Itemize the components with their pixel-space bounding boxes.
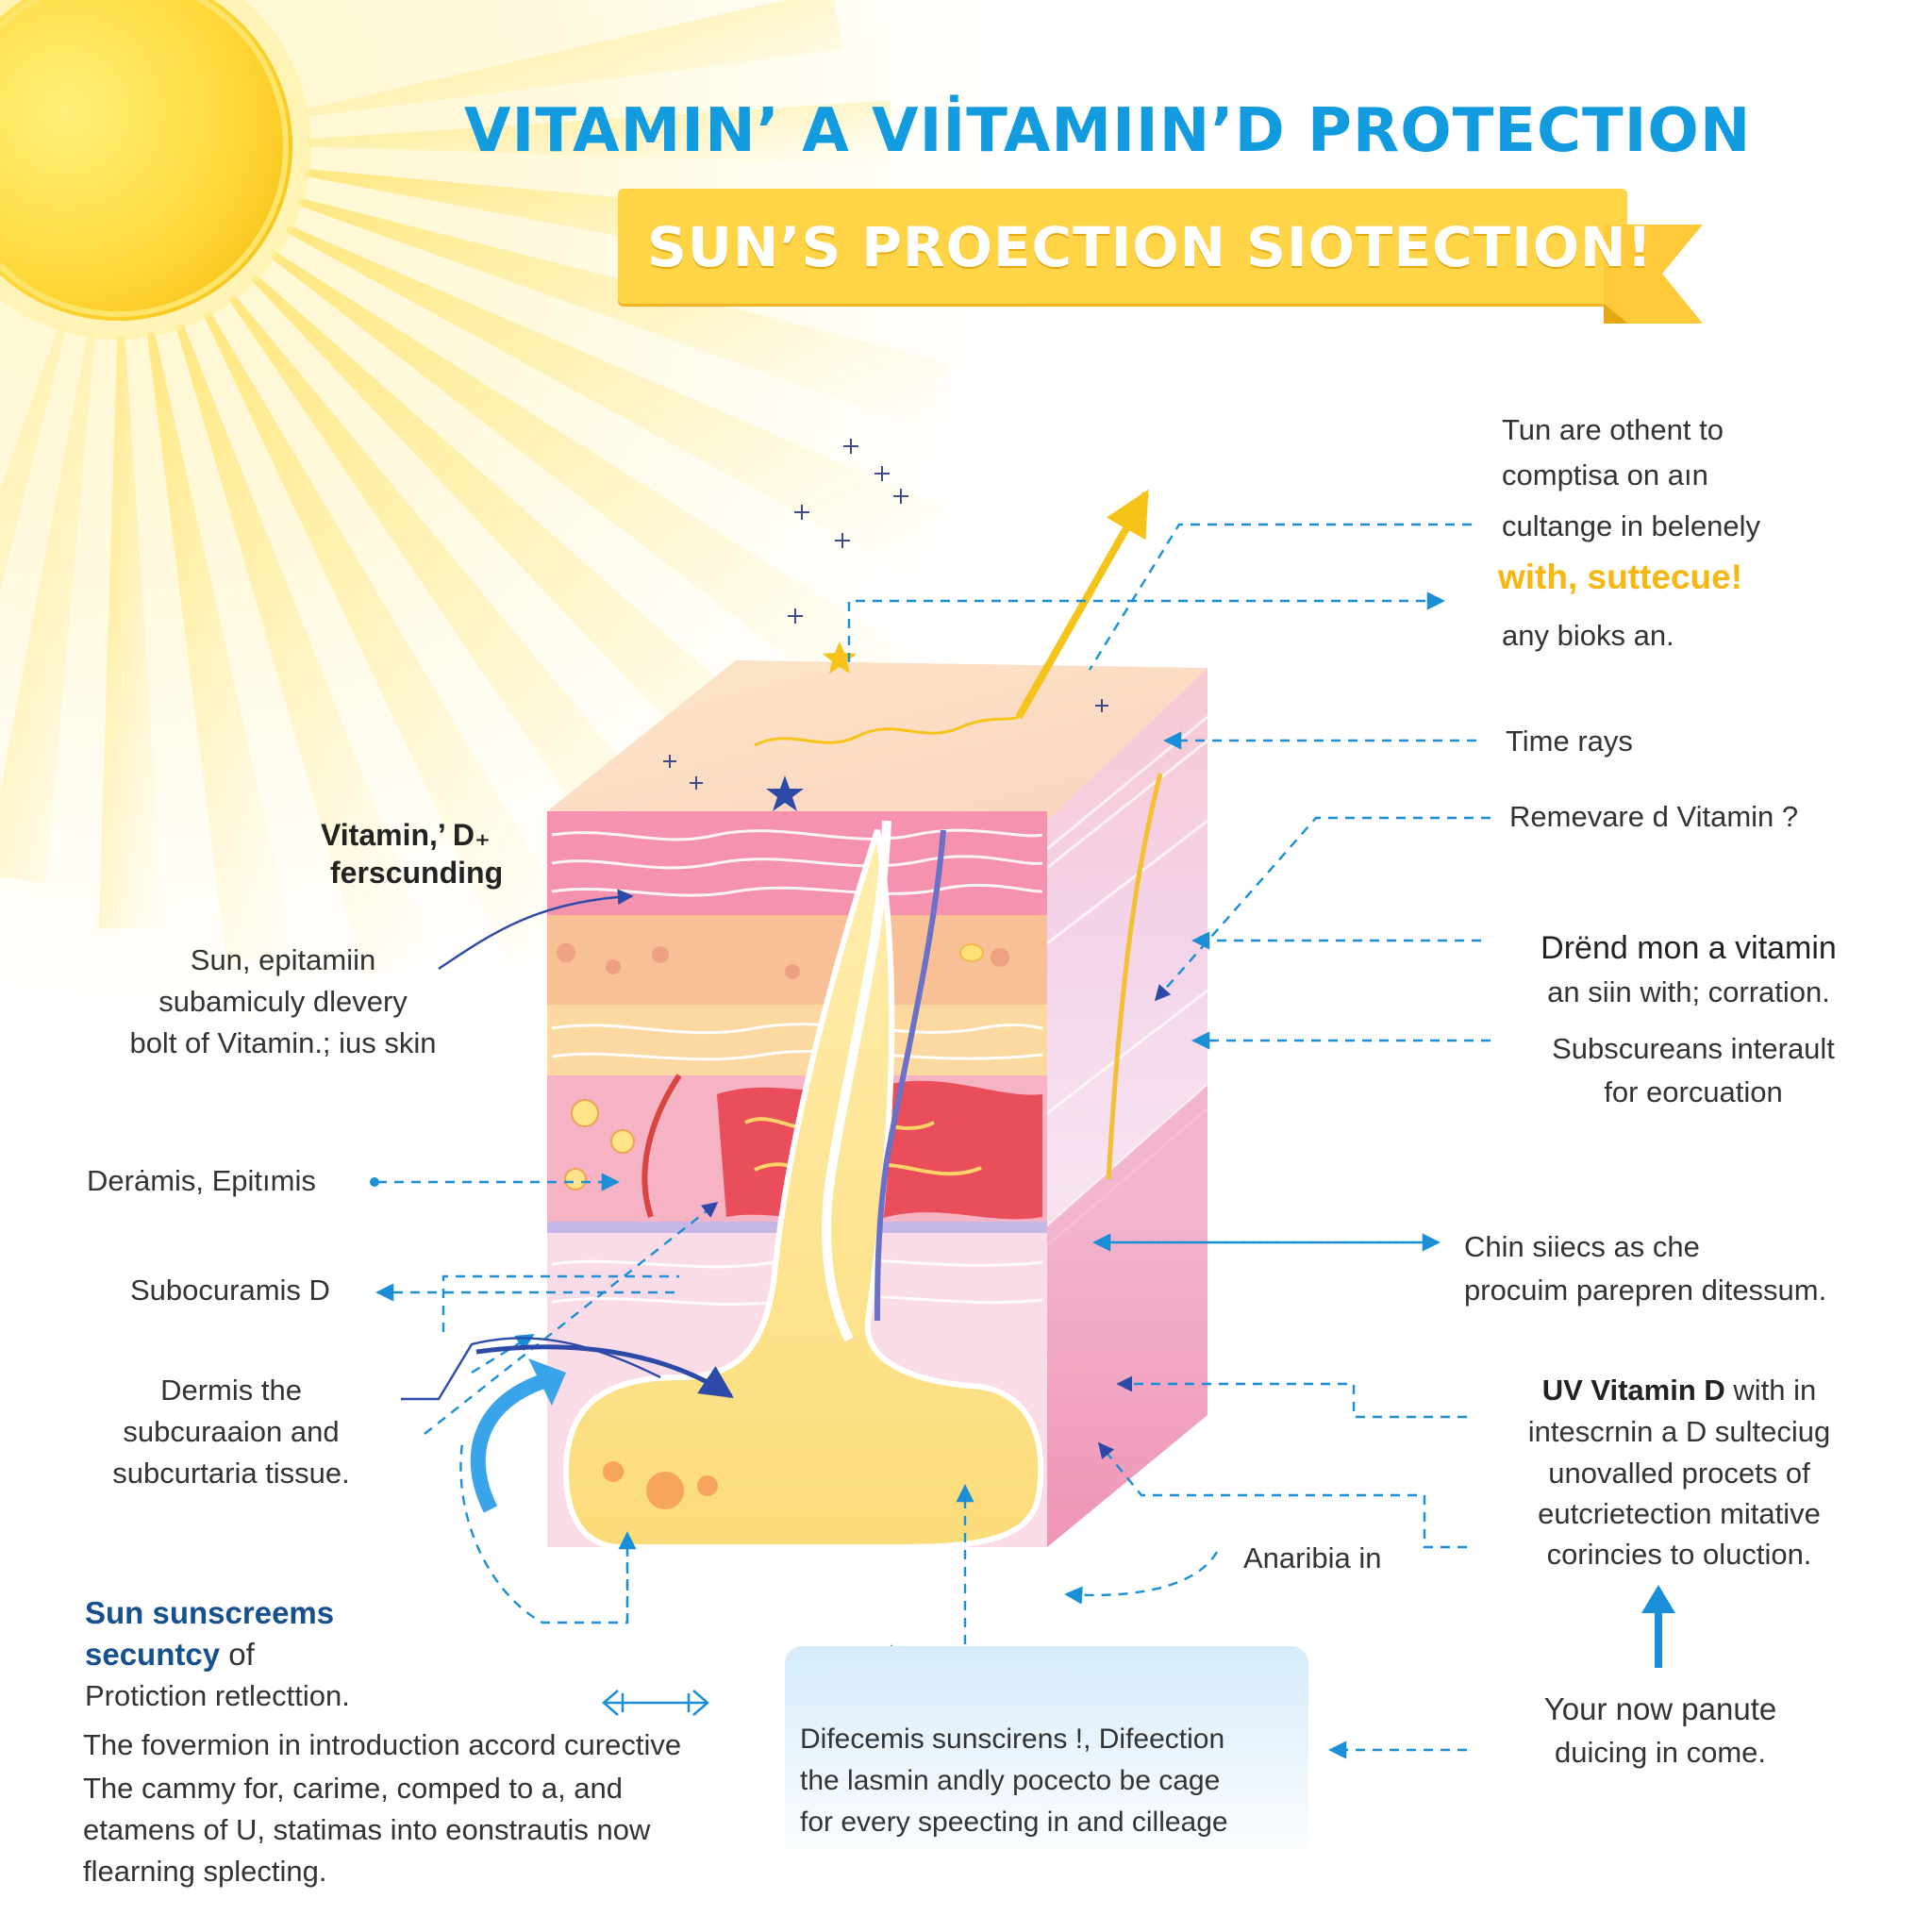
- bottom-center-line-1: Difecemis sunscirens !, Difeection: [800, 1724, 1225, 1755]
- label-vitamin-d-line2: ferscunding: [330, 856, 504, 890]
- label-uv-line3: unovalled procets of: [1548, 1457, 1810, 1490]
- label-uv-line1: UV Vitamin D with in: [1481, 1370, 1877, 1411]
- label-uv-line2: intescrnin a D sulteciug: [1527, 1415, 1831, 1448]
- bottom-left-para-2: The cammy for, carime, comped to a, and: [83, 1772, 624, 1805]
- label-time-rays: Time rays: [1506, 724, 1633, 758]
- reticular-dermis-layer: [547, 1005, 1047, 1075]
- label-dermis-line3: subcurtaria tissue.: [112, 1457, 350, 1490]
- label-drend-line1: Drënd mon a vitamin: [1541, 930, 1837, 966]
- label-uv-bold: UV Vitamin D: [1541, 1374, 1725, 1407]
- banner-ribbon-tail: [1604, 225, 1703, 324]
- bottom-center-panel: [785, 1646, 1308, 1873]
- bottom-left-para-3: etamens of U, statimas into eonstrautis …: [83, 1813, 651, 1846]
- label-subscureans-line2: for eorcuation: [1604, 1075, 1783, 1108]
- sun-ray: [0, 325, 67, 591]
- bottom-left-heading2: secuntcy of: [85, 1634, 255, 1675]
- label-top-line1: Tun are othent to: [1502, 413, 1724, 446]
- label-chin-line1: Chin siiecs as che: [1464, 1230, 1700, 1263]
- label-your-now-line1: Your now panute: [1543, 1691, 1777, 1726]
- label-top-line3: cultange in belenely: [1502, 509, 1761, 542]
- label-dermis-line1: Dermis the: [160, 1374, 302, 1407]
- bottom-center-line-2: the lasmin andly pocecto be cage: [800, 1765, 1221, 1796]
- label-subscureans-line1: Subscureans interault: [1552, 1032, 1835, 1065]
- label-uv-line4: eutcrietection mitative: [1538, 1497, 1821, 1530]
- banner-text: SUN’S PROECTION SIOTECTION!: [647, 215, 1654, 279]
- skin-top-surface: [547, 660, 1208, 821]
- sun-ray: [270, 251, 913, 720]
- sun-ray: [175, 323, 435, 978]
- label-sun-epitamiin-line1: Sun, epitamiin: [190, 943, 376, 976]
- label-top-line2: comptisa on aın: [1502, 458, 1708, 491]
- bottom-left-heading2-rest: of: [220, 1637, 255, 1672]
- label-top-highlight: with, suttecue!: [1498, 558, 1743, 596]
- label-deramis: Derȧmis, Epitımis: [87, 1164, 316, 1197]
- bottom-left-para-1: The fovermion in introduction accord cur…: [83, 1728, 682, 1761]
- sun-ray: [98, 334, 165, 929]
- sun-ray: [285, 225, 944, 575]
- label-top-line5: any bioks an.: [1502, 619, 1674, 652]
- page-title: VITAMIN’ A VIİTAMIIN’D PROTECTION: [464, 96, 1752, 166]
- label-subocuramis: Subocuramis D: [130, 1274, 330, 1307]
- label-vitamin-d-line1: Vitamin,’ D₊: [321, 818, 491, 852]
- bottom-center-line-3: for every speecting in and cilleage: [800, 1807, 1228, 1838]
- sun-ray: [203, 310, 579, 968]
- label-uv-rest: with in: [1724, 1374, 1817, 1407]
- sun-icon: [0, 0, 311, 340]
- bottom-left-heading2-bold: secuntcy: [85, 1637, 221, 1672]
- sun-ray: [0, 332, 96, 884]
- sun-ray: [303, 0, 843, 118]
- label-sun-epitamiin-line2: subamiculy dlevery: [158, 985, 408, 1018]
- label-chin-line2: procuim parepren ditessum.: [1464, 1274, 1827, 1307]
- label-your-now-line2: duicing in come.: [1554, 1736, 1766, 1769]
- label-anaribia: Anaribia in: [1243, 1541, 1382, 1574]
- label-sun-epitamiin-line3: bolt of Vitamin.; ius skin: [129, 1026, 437, 1059]
- bottom-left-line3: Protiction retlecttion.: [85, 1679, 350, 1712]
- sun-ray: [306, 100, 891, 166]
- label-remevare: Remevare d Vitamin ?: [1509, 800, 1799, 833]
- label-drend-line2: an siin with; corration.: [1547, 975, 1830, 1008]
- label-uv-line5: corincies to oluction.: [1546, 1538, 1812, 1571]
- bottom-left-para-4: flearning splecting.: [83, 1855, 327, 1888]
- sun-ray: [297, 197, 949, 432]
- bottom-left-heading1: Sun sunscreems: [85, 1595, 335, 1630]
- bottom-center-text: Difecemis sunscirens !, Difeection the l…: [800, 1719, 1309, 1843]
- banner: [618, 189, 1627, 304]
- label-dermis-line2: subcuraaion and: [123, 1415, 340, 1448]
- sun-ray: [146, 331, 295, 965]
